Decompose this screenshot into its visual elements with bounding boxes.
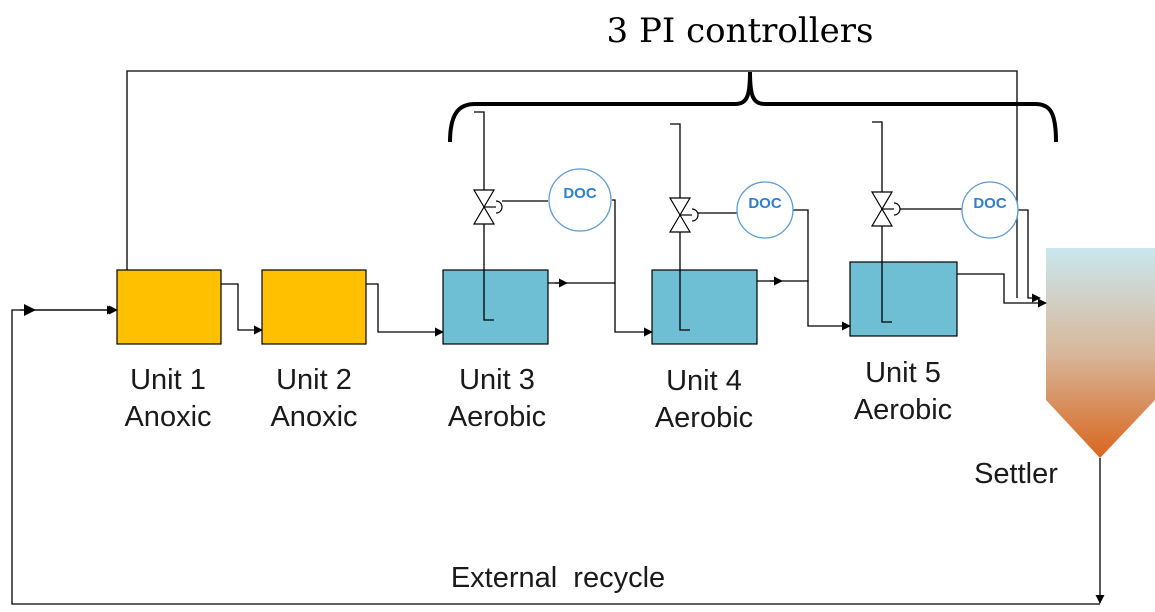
unit-5-type: Aerobic	[854, 394, 952, 426]
doc-controller-5[interactable]	[961, 181, 1019, 239]
unit-1-tank	[116, 269, 222, 345]
flow-unit3-unit4	[548, 282, 653, 337]
controller-loop-unit-5: DOC	[870, 121, 1041, 323]
diagram-title: 3 PI controllers	[607, 11, 874, 51]
unit-3-name: Unit 3	[459, 364, 535, 396]
controller-loop-unit-4: DOC	[668, 123, 809, 331]
unit-2-tank	[261, 269, 367, 345]
settler-label: Settler	[974, 458, 1058, 490]
unit-4-tank	[651, 269, 758, 345]
unit-2-name: Unit 2	[276, 364, 352, 396]
doc-controller-4[interactable]	[736, 181, 794, 239]
unit-4-name: Unit 4	[666, 365, 742, 397]
settler-vessel	[1046, 248, 1155, 458]
unit-1-name: Unit 1	[130, 364, 206, 396]
doc-controller-3[interactable]	[548, 168, 612, 232]
flow-unit2-unit3	[366, 283, 444, 337]
controller-loop-unit-3: DOC	[472, 111, 616, 321]
flow-unit1-unit2	[221, 283, 263, 335]
unit-2-type: Anoxic	[270, 401, 357, 433]
unit-1-type: Anoxic	[124, 401, 211, 433]
doc-label-5: DOC	[973, 195, 1007, 212]
unit-5-name: Unit 5	[865, 357, 941, 389]
flow-unit4-unit5	[757, 280, 851, 331]
doc-label-3: DOC	[563, 185, 597, 202]
unit-3-type: Aerobic	[448, 401, 546, 433]
unit-3-tank	[442, 269, 549, 345]
flow-unit5-settler	[957, 273, 1047, 308]
external-recycle-label: External recycle	[451, 562, 665, 594]
unit-4-type: Aerobic	[655, 402, 753, 434]
doc-label-4: DOC	[748, 195, 782, 212]
controllers-brace	[448, 71, 1058, 143]
internal-recycle-line	[122, 70, 1018, 304]
external-recycle-line	[11, 305, 1100, 605]
unit-5-tank	[849, 261, 958, 337]
